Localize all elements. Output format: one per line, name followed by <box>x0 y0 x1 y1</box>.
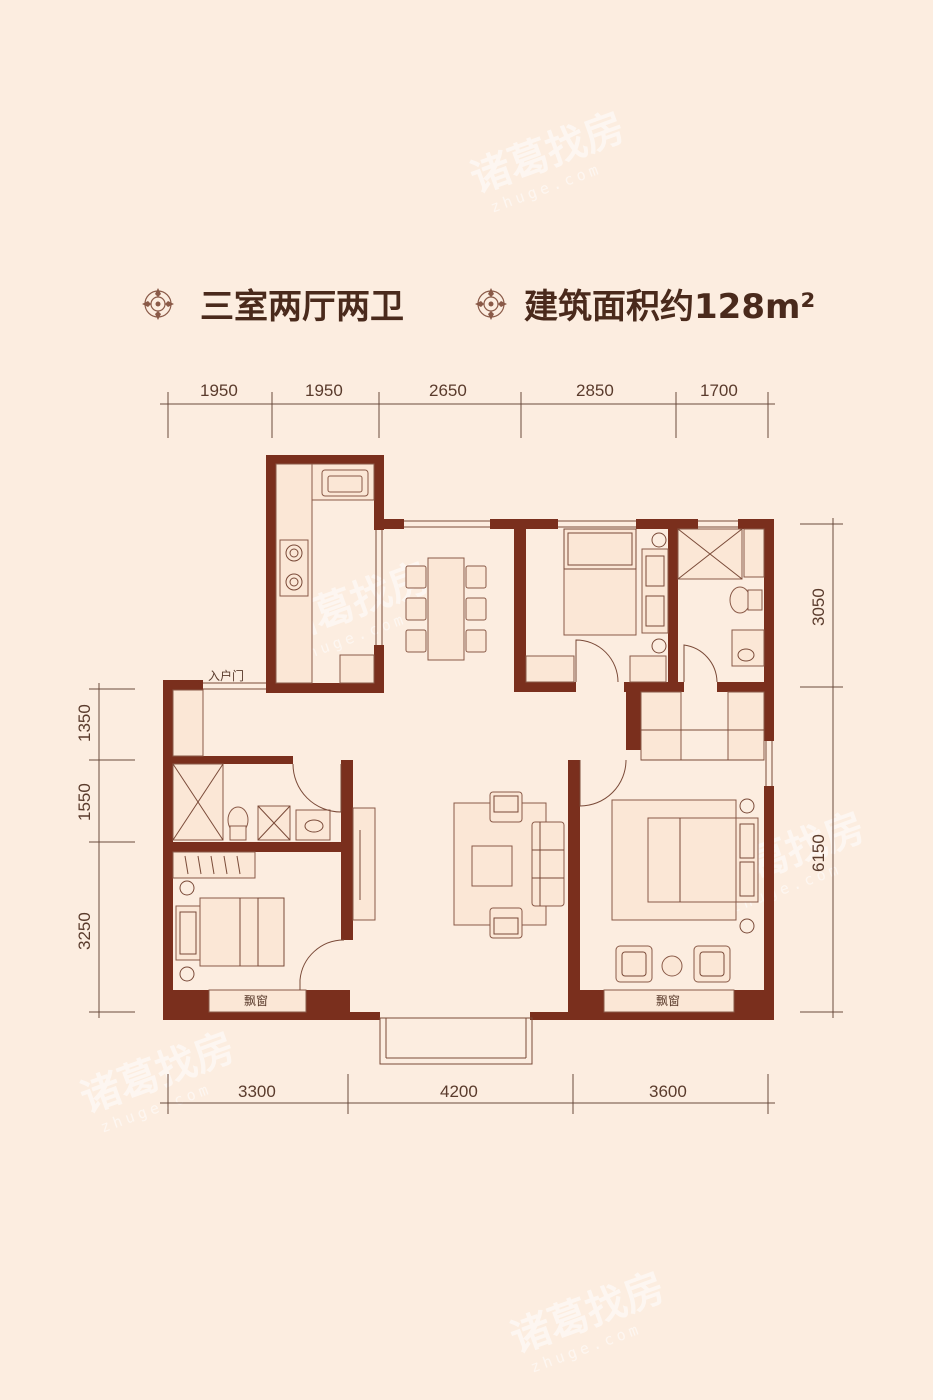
bay-window-left-label: 飘窗 <box>244 994 268 1008</box>
watermark-bottom: 诸葛找房 zhuge.com <box>505 1264 671 1376</box>
left-dimension-3: 3250 <box>75 912 94 950</box>
top-dimension-3: 2650 <box>429 381 467 400</box>
top-dimension-1: 1950 <box>200 381 238 400</box>
watermark-top: 诸葛找房 zhuge.com <box>465 104 631 216</box>
bottom-dimension-line <box>160 1074 775 1114</box>
dining-table <box>405 557 487 661</box>
layout-label: 三室两厅两卫 <box>200 287 404 327</box>
left-dimension-line <box>89 683 135 1018</box>
master-bedroom <box>579 759 759 983</box>
entrance-label: 入户门 <box>208 668 244 683</box>
top-dimension-5: 1700 <box>700 381 738 400</box>
top-dimension-2: 1950 <box>305 381 343 400</box>
top-dimension-line <box>160 392 775 438</box>
bottom-dimension-3: 3600 <box>649 1082 687 1101</box>
stove-icon <box>279 539 309 597</box>
bedroom-left <box>172 851 345 990</box>
left-dimension-2: 1550 <box>75 783 94 821</box>
watermark-lower-left: 诸葛找房 zhuge.com <box>75 1024 241 1136</box>
top-dimension-4: 2850 <box>576 381 614 400</box>
bay-window-right-label: 飘窗 <box>656 994 680 1008</box>
bathroom-top <box>677 528 765 683</box>
flower-icon <box>142 288 174 320</box>
right-dimension-line <box>800 518 843 1018</box>
corridor-cabinets <box>640 691 765 761</box>
bedroom-2 <box>525 528 669 683</box>
left-dimension-1: 1350 <box>75 704 94 742</box>
entrance-door <box>203 682 266 690</box>
windows <box>375 520 773 1065</box>
bottom-dimension-1: 3300 <box>238 1082 276 1101</box>
right-dimension-1: 3050 <box>809 588 828 626</box>
bay-window-left <box>208 989 307 1013</box>
right-dimension-2: 6150 <box>809 834 828 872</box>
bathroom-left <box>172 689 342 841</box>
kitchen <box>275 463 375 684</box>
bay-window-right <box>603 989 735 1013</box>
area-label: 建筑面积约128m² <box>524 287 815 327</box>
living-room <box>352 791 565 939</box>
bottom-dimension-2: 4200 <box>440 1082 478 1101</box>
walls <box>163 455 774 1020</box>
flower-icon <box>475 288 507 320</box>
